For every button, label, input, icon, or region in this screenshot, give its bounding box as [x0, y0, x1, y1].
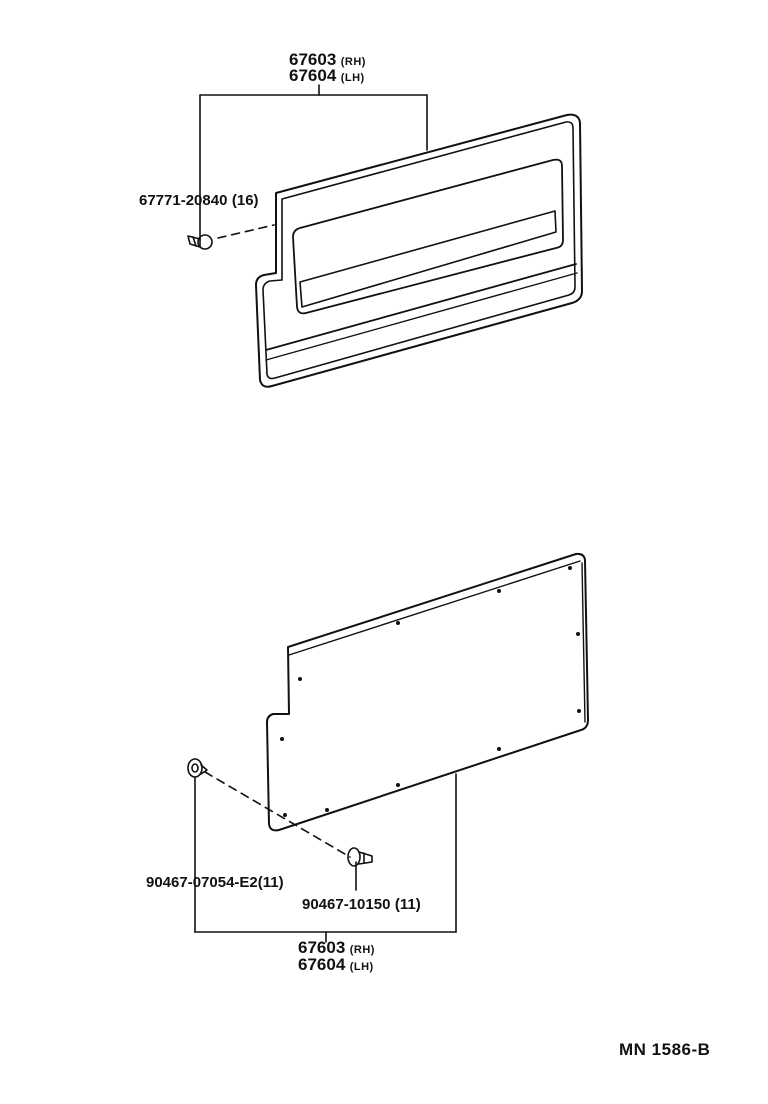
bottom-leader-lines	[194, 771, 457, 943]
top-clip-icon	[187, 234, 213, 250]
part-number: 67603	[298, 938, 346, 957]
part-number: 67604	[298, 955, 346, 974]
part-number: 67604	[289, 66, 337, 85]
top-panel-lh-label: 67604 (LH)	[289, 66, 365, 86]
side-indicator: (RH)	[340, 56, 366, 68]
part-number: 67771-20840	[139, 192, 228, 209]
top-clip-label: 67771-20840 (16)	[139, 192, 259, 210]
bottom-panel-rh-label: 67603 (RH)	[298, 938, 375, 958]
side-indicator: (LH)	[340, 72, 365, 84]
top-door-trim-panel	[255, 113, 583, 388]
fastener-a-label: 90467-07054-E2(11)	[146, 874, 284, 892]
fastener-a-icon	[187, 758, 208, 778]
fastener-b-label: 90467-10150 (11)	[302, 896, 421, 914]
bottom-panel-lh-label: 67604 (LH)	[298, 955, 374, 975]
side-indicator: (LH)	[349, 961, 374, 973]
bottom-door-trim-panel-back	[266, 552, 589, 832]
top-leader-lines	[199, 84, 428, 241]
part-number: 67603	[289, 50, 337, 69]
diagram-reference-code: MN 1586-B	[619, 1040, 711, 1059]
part-number: 90467-07054-E2	[146, 874, 258, 891]
fastener-b-icon	[347, 847, 373, 867]
quantity: (11)	[394, 896, 421, 913]
top-panel-rh-label: 67603 (RH)	[289, 50, 366, 70]
bottom-panel-clip-holes	[280, 566, 581, 817]
side-indicator: (RH)	[349, 944, 375, 956]
part-number: 90467-10150	[302, 896, 391, 913]
quantity: (16)	[231, 192, 259, 209]
quantity: (11)	[257, 874, 284, 891]
